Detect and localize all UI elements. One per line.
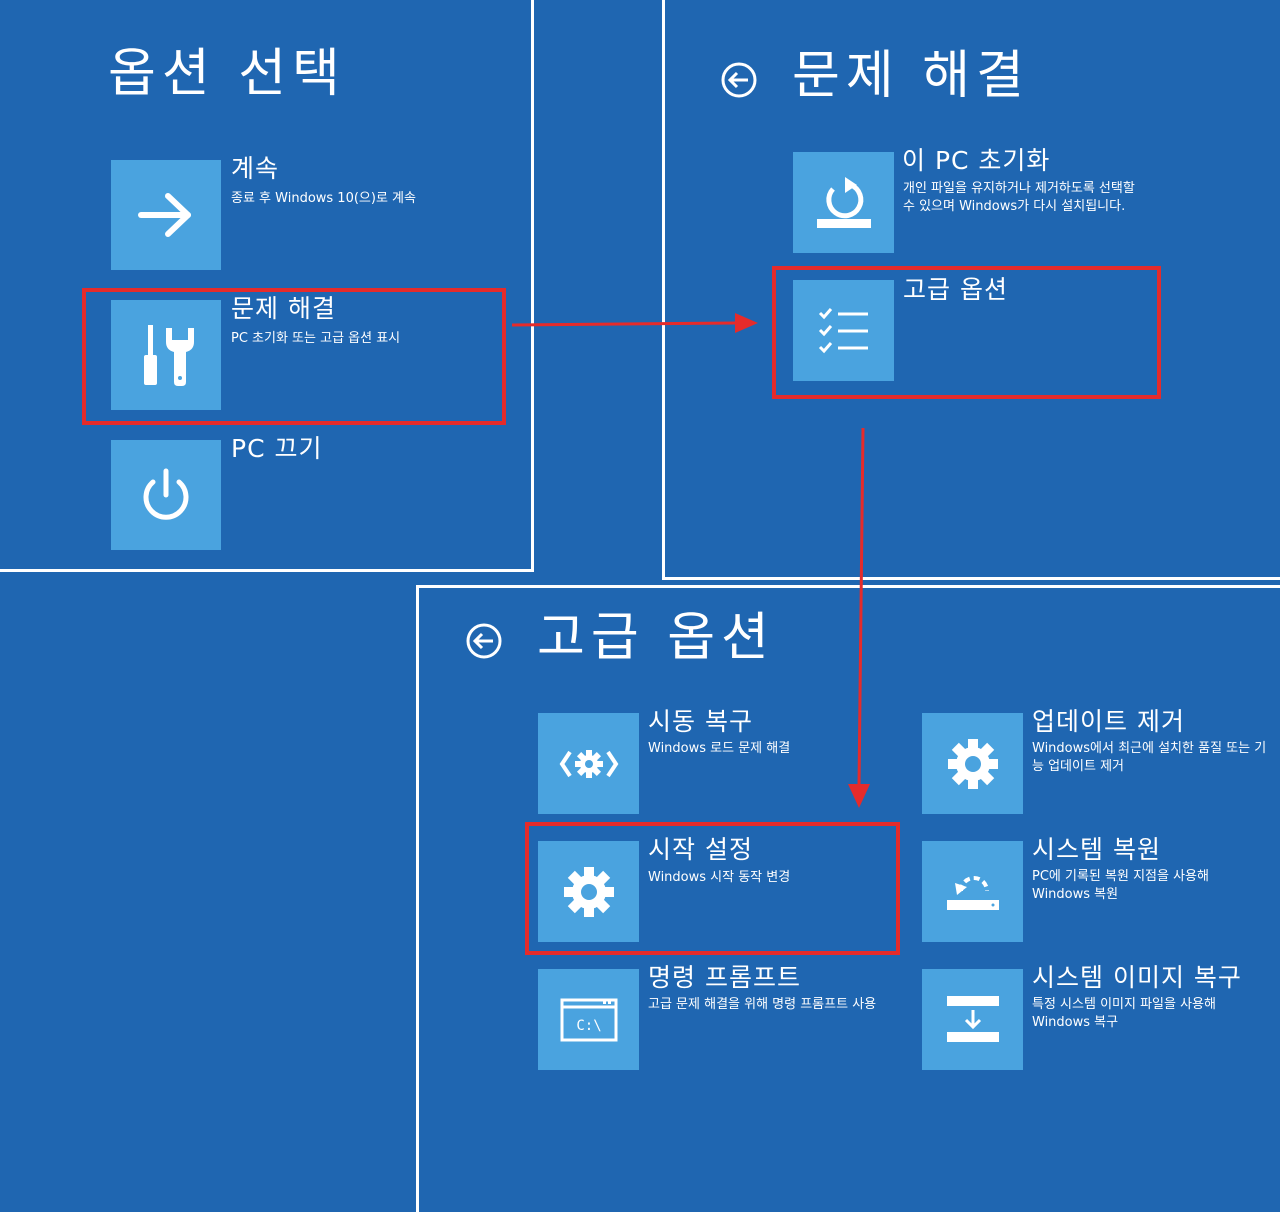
divider	[531, 0, 534, 572]
arrowhead	[735, 313, 758, 333]
option-title: 명령 프롬프트	[648, 963, 801, 992]
uninstall-updates-tile[interactable]	[922, 713, 1023, 814]
highlight-box	[82, 288, 506, 425]
option-title: 계속	[231, 154, 280, 183]
continue-tile[interactable]	[111, 160, 221, 270]
startup-repair-tile[interactable]	[538, 713, 639, 814]
option-title: 시스템 복원	[1032, 835, 1161, 864]
option-description: Windows에서 최근에 설치한 품질 또는 기능 업데이트 제거	[1032, 741, 1267, 774]
option-description: Windows 시작 동작 변경	[648, 870, 791, 885]
highlight-box	[772, 266, 1161, 399]
option-title: 시동 복구	[648, 707, 753, 736]
page-title: 문제 해결	[792, 46, 1030, 106]
back-arrow-icon[interactable]	[465, 622, 503, 660]
system-restore-tile[interactable]	[922, 841, 1023, 942]
arrowhead	[848, 784, 870, 808]
system-image-recovery-tile[interactable]	[922, 969, 1023, 1070]
gear-icon	[947, 738, 998, 789]
power-icon	[143, 468, 189, 520]
option-description: 특정 시스템 이미지 파일을 사용해 Windows 복구	[1032, 997, 1216, 1030]
option-description: PC 초기화 또는 고급 옵션 표시	[231, 331, 401, 346]
divider	[416, 585, 1280, 588]
option-title: PC 끄기	[231, 434, 323, 463]
option-description: 개인 파일을 유지하거나 제거하도록 선택할 수 있으며 Windows가 다시…	[903, 181, 1135, 214]
reset-pc-tile[interactable]	[793, 152, 894, 253]
option-title: 문제 해결	[231, 294, 336, 323]
divider	[662, 0, 665, 580]
divider	[416, 585, 419, 1212]
option-title: 시작 설정	[648, 835, 753, 864]
command-prompt-icon: C:\	[560, 998, 617, 1041]
option-description: Windows 로드 문제 해결	[648, 741, 791, 756]
option-title: 업데이트 제거	[1032, 707, 1185, 736]
tools-icon	[144, 325, 194, 386]
system-restore-icon	[946, 875, 999, 910]
reset-pc-icon	[816, 176, 871, 228]
startup-settings-tile[interactable]	[538, 841, 639, 942]
option-description: 고급 문제 해결을 위해 명령 프롬프트 사용	[648, 997, 877, 1012]
command-prompt-tile[interactable]: C:\	[538, 969, 639, 1070]
back-arrow-icon[interactable]	[720, 61, 758, 99]
option-title: 고급 옵션	[903, 275, 1008, 304]
arrow-right-icon	[138, 193, 191, 237]
arrow-to-advanced-options	[511, 321, 736, 327]
checklist-icon	[818, 307, 868, 353]
page-title: 고급 옵션	[537, 608, 775, 668]
divider	[0, 569, 534, 572]
advanced-options-tile[interactable]	[793, 280, 894, 381]
system-image-icon	[946, 995, 999, 1042]
page-title: 옵션 선택	[108, 44, 346, 104]
option-description: PC에 기록된 복원 지점을 사용해 Windows 복원	[1032, 869, 1209, 902]
option-description: 종료 후 Windows 10(으)로 계속	[231, 191, 416, 206]
gear-icon	[563, 866, 614, 917]
arrow-to-startup-settings	[857, 427, 865, 787]
startup-repair-icon	[559, 749, 618, 778]
option-title: 시스템 이미지 복구	[1032, 963, 1242, 992]
divider	[662, 577, 1280, 580]
option-title: 이 PC 초기화	[902, 146, 1051, 175]
turn-off-tile[interactable]	[111, 440, 221, 550]
troubleshoot-tile[interactable]	[111, 300, 221, 410]
svg-text:C:\: C:\	[576, 1018, 601, 1034]
highlight-box	[525, 822, 900, 955]
